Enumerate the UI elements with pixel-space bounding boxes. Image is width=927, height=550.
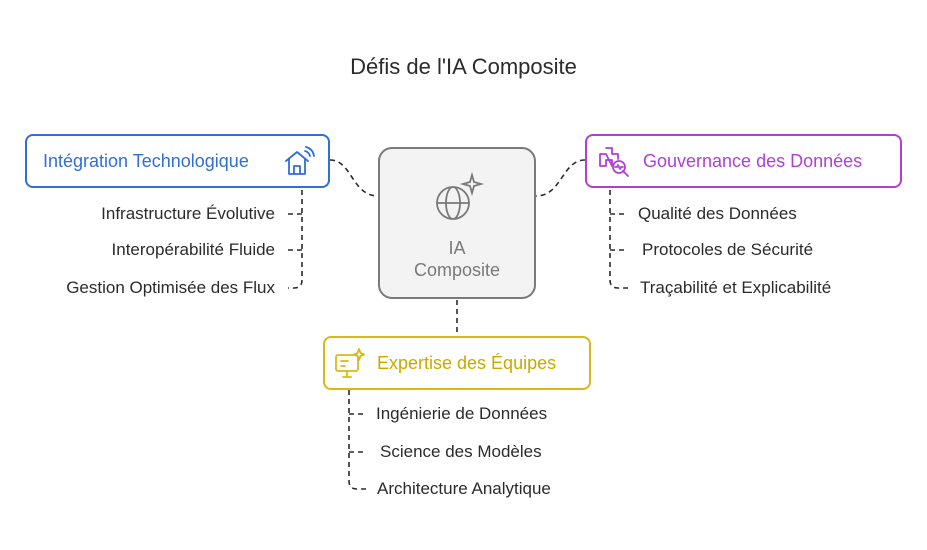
globe-sparkle-icon xyxy=(436,171,485,220)
connector-left-items xyxy=(288,190,303,289)
connector-left xyxy=(329,159,379,197)
gouvernance-item-3: Traçabilité et Explicabilité xyxy=(640,278,832,297)
center-node: IA Composite xyxy=(378,147,536,299)
branch-integration-label: Intégration Technologique xyxy=(43,150,249,171)
branch-expertise-label: Expertise des Équipes xyxy=(377,352,557,373)
connector-bottom-items xyxy=(348,390,366,490)
branch-expertise: Expertise des Équipes xyxy=(323,336,591,390)
integration-item-1: Infrastructure Évolutive xyxy=(101,204,275,223)
gouvernance-item-1: Qualité des Données xyxy=(638,204,797,223)
connector-right xyxy=(535,159,586,197)
integration-item-2: Interopérabilité Fluide xyxy=(111,240,275,259)
smart-home-icon xyxy=(285,146,315,175)
branch-integration: Intégration Technologique xyxy=(25,134,330,188)
branch-gouvernance-label: Gouvernance des Données xyxy=(643,150,863,171)
expertise-item-2: Science des Modèles xyxy=(380,442,542,461)
monitor-sparkle-icon xyxy=(335,348,365,378)
integration-item-3: Gestion Optimisée des Flux xyxy=(66,278,275,297)
connector-right-items xyxy=(609,190,628,289)
diagram-title: Défis de l'IA Composite xyxy=(350,54,577,79)
expertise-item-1: Ingénierie de Données xyxy=(376,404,548,423)
medical-search-icon xyxy=(599,147,629,177)
gouvernance-item-2: Protocoles de Sécurité xyxy=(642,240,814,259)
expertise-item-3: Architecture Analytique xyxy=(377,479,551,498)
branch-gouvernance: Gouvernance des Données xyxy=(585,134,902,188)
center-label: IA Composite xyxy=(413,238,501,280)
